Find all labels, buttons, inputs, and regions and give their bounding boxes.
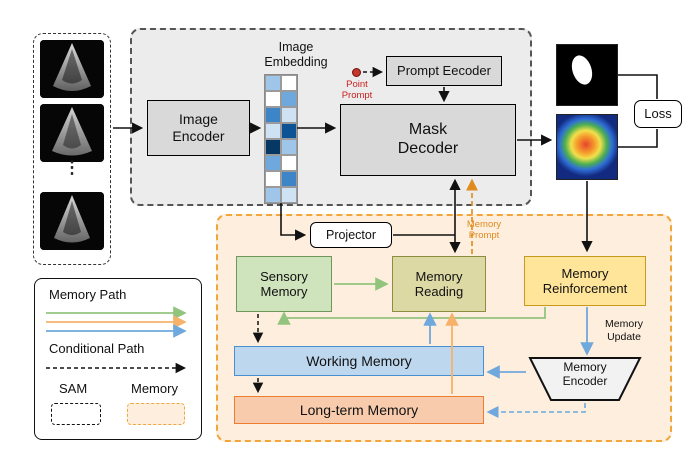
prediction-heatmap-image <box>556 114 618 180</box>
embedding-cell <box>265 171 281 187</box>
embedding-cell <box>281 155 297 171</box>
image-encoder-box: Image Encoder <box>147 100 250 156</box>
echo-frame-1 <box>40 40 104 98</box>
input-video-frames <box>33 33 111 265</box>
memory-encoder-trapezoid <box>528 356 642 402</box>
image-embedding-label: Image Embedding <box>264 40 328 69</box>
embedding-cell <box>281 123 297 139</box>
working-memory-box: Working Memory <box>234 346 484 376</box>
longterm-memory-box: Long-term Memory <box>234 396 484 424</box>
embedding-cell <box>281 107 297 123</box>
legend-conditional-path-label: Conditional Path <box>49 341 145 356</box>
frames-ellipsis: ⋮ <box>63 158 81 177</box>
legend-sam-label: SAM <box>59 381 88 396</box>
embedding-cell <box>281 75 297 91</box>
embedding-cell <box>265 155 281 171</box>
embedding-cell <box>265 75 281 91</box>
embedding-cell <box>281 139 297 155</box>
echo-image <box>40 40 104 98</box>
memory-update-label: Memory Update <box>605 318 643 343</box>
loss-box: Loss <box>634 100 682 128</box>
legend-box: Memory Path Conditional Path SAM Memory <box>34 278 202 440</box>
embedding-cell <box>265 187 281 203</box>
memory-reinforcement-box: Memory Reinforcement <box>524 256 646 306</box>
echo-image <box>40 192 104 250</box>
memory-encoder-label: Memory Encoder <box>562 360 608 389</box>
line-gt-to-loss <box>618 74 658 99</box>
embedding-cell <box>265 107 281 123</box>
projector-box: Projector <box>310 222 392 248</box>
memory-region-swatch <box>127 403 185 425</box>
trapezoid-shape <box>528 357 642 401</box>
embedding-cell <box>265 123 281 139</box>
embedding-cell <box>281 171 297 187</box>
echo-frame-3 <box>40 192 104 250</box>
legend-memory-label: Memory <box>131 381 178 396</box>
embedding-cell <box>265 91 281 107</box>
point-prompt-label: Point Prompt <box>341 79 373 101</box>
line-prediction-to-loss <box>618 129 658 148</box>
embedding-cell <box>281 187 297 203</box>
mask-image <box>557 45 617 105</box>
prompt-encoder-box: Prompt Eecoder <box>386 56 502 86</box>
ground-truth-mask-image <box>556 44 618 106</box>
sam-region-swatch <box>51 403 101 425</box>
echo-image <box>40 104 104 162</box>
memory-reading-box: Memory Reading <box>392 256 486 312</box>
point-prompt-dot <box>352 68 361 77</box>
image-embedding-grid <box>264 74 298 204</box>
legend-memory-path-label: Memory Path <box>49 287 127 302</box>
embedding-cell <box>281 91 297 107</box>
sensory-memory-box: Sensory Memory <box>236 256 332 312</box>
memory-prompt-label: Memory Prompt <box>466 219 502 241</box>
mask-decoder-box: Mask Decoder <box>340 104 516 176</box>
echo-frame-2 <box>40 104 104 162</box>
embedding-cell <box>265 139 281 155</box>
